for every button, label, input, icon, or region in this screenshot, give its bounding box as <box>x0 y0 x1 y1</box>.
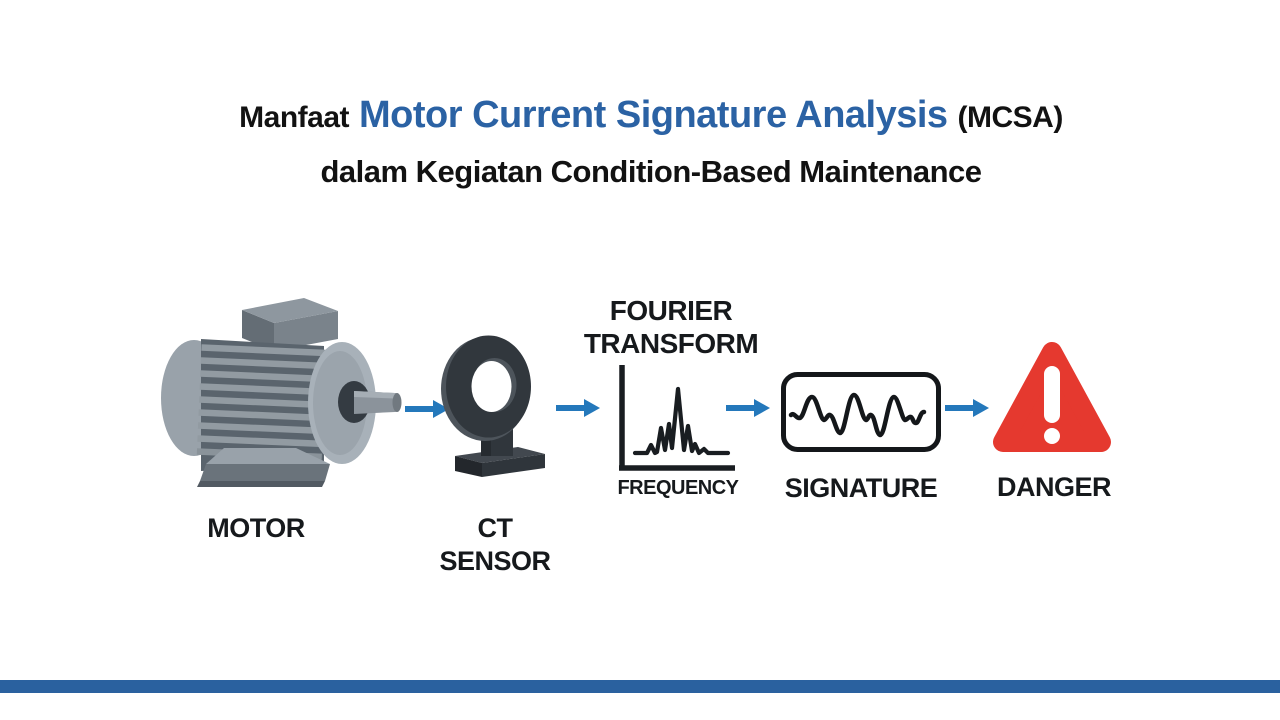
motor-foot-front <box>200 464 330 481</box>
title-line-2: dalam Kegiatan Condition-Based Maintenan… <box>320 154 982 189</box>
current-transformer-icon <box>441 335 545 477</box>
fourier-transform-title: FOURIER TRANSFORM <box>561 294 781 360</box>
exclamation-dot <box>1044 428 1060 444</box>
ct-sensor-label-line2: SENSOR <box>439 546 551 576</box>
flow-arrow-icon <box>945 399 989 417</box>
motor-shaft-highlight <box>354 391 395 399</box>
frequency-spectrum-chart-icon <box>619 365 735 471</box>
title-line-1: Manfaat Motor Current Signature Analysis… <box>22 90 1280 148</box>
title-prefix: Manfaat <box>239 101 350 134</box>
motor-junction-box-front <box>242 310 274 351</box>
waveform-signature-icon <box>781 372 941 452</box>
signature-label: SIGNATURE <box>784 473 938 503</box>
title-highlight: Motor Current Signature Analysis <box>358 94 948 136</box>
motor-junction-box-side <box>274 311 338 351</box>
motor-foot-shadow <box>197 481 325 487</box>
danger-label: DANGER <box>996 472 1112 502</box>
flow-arrow-icon <box>726 399 770 417</box>
spectrum-axes <box>619 365 735 471</box>
page-title: Manfaat Motor Current Signature Analysis… <box>0 90 1280 191</box>
sensor-ring <box>446 335 532 438</box>
flow-arrow-icon <box>405 400 449 418</box>
spectrum-trace <box>632 386 731 456</box>
signature-waveform <box>788 392 927 438</box>
exclamation-bar <box>1044 366 1060 423</box>
warning-triangle-icon <box>993 342 1111 452</box>
ct-sensor-label: CT SENSOR <box>385 512 605 578</box>
fourier-title-line2: TRANSFORM <box>583 328 759 359</box>
motor-shaft-end <box>392 393 402 412</box>
fourier-title-line1: FOURIER <box>609 295 733 326</box>
sensor-base-left <box>455 456 482 477</box>
ct-sensor-label-line1: CT <box>477 513 514 543</box>
flow-arrow-icon <box>556 399 600 417</box>
electric-motor-icon <box>161 298 402 487</box>
motor-junction-box-top <box>242 298 338 323</box>
footer-accent-bar <box>0 680 1280 693</box>
motor-foot-top <box>206 448 330 464</box>
title-suffix: (MCSA) <box>957 101 1064 134</box>
sensor-ring-hole <box>471 361 512 412</box>
frequency-axis-label: FREQUENCY <box>617 477 739 499</box>
motor-label: MOTOR <box>207 513 305 543</box>
sensor-base-front <box>482 454 545 477</box>
